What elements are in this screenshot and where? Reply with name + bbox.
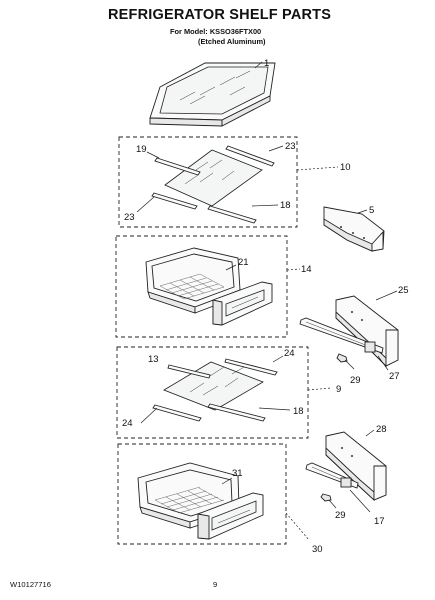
callout-1: 1 [264,58,269,69]
part-25-crisper-bracket [335,290,399,368]
assembly-box-14 [115,235,288,338]
part-9-shelf-assembly [140,355,332,424]
callout-17: 17 [374,516,385,527]
callout-30: 30 [312,544,323,555]
callout-24-lower: 24 [122,418,133,429]
assembly-box-9 [116,346,309,439]
callout-19: 19 [136,144,147,155]
part-29-screw [336,353,355,370]
part-5-bracket [323,206,385,252]
callout-9: 9 [336,384,341,395]
callout-23-lower: 23 [124,212,135,223]
callout-18-upper: 18 [280,200,291,211]
callout-10: 10 [340,162,351,173]
assembly-box-30 [117,443,287,545]
part-21-crisper-bin [145,247,241,314]
part-10-shelf-assembly [136,145,339,224]
part-27-slide-rail [299,317,389,371]
part-29-screw-lower [320,493,337,509]
assembly-box-10 [118,136,298,228]
callout-29-upper: 29 [350,375,361,386]
finish-line: (Etched Aluminum) [198,37,266,46]
callout-5: 5 [369,205,374,216]
callout-23-upper: 23 [285,141,296,152]
part-17-slide-rail [305,462,371,513]
doc-number: W10127716 [10,580,51,589]
callout-31: 31 [232,468,243,479]
callout-25: 25 [398,285,409,296]
callout-28: 28 [376,424,387,435]
model-line: For Model: KSSO36FTX00 [170,27,262,36]
callout-24-upper: 24 [284,348,295,359]
part-14-crisper-front [212,268,301,326]
page-number: 9 [213,580,218,589]
part-28-crisper-bracket [325,429,387,502]
callout-21: 21 [238,257,249,268]
callout-13: 13 [148,354,159,365]
callout-29-lower: 29 [335,510,346,521]
part-1-glass-shelf [149,61,276,127]
callout-18-lower: 18 [293,406,304,417]
part-30-crisper-front [197,492,310,541]
callout-14: 14 [301,264,312,275]
callout-27: 27 [389,371,400,382]
page-title: REFRIGERATOR SHELF PARTS [108,7,332,23]
